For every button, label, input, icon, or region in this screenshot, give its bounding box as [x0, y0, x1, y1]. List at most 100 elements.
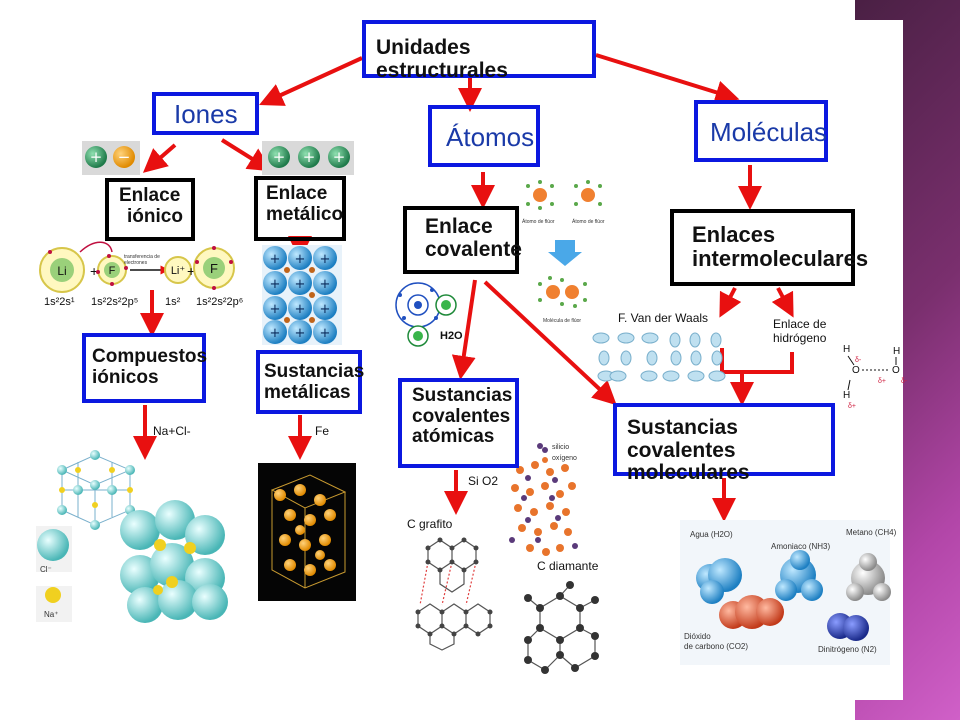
- molecule-dioxido-label: Dióxido de carbono (CO2): [684, 632, 748, 651]
- concept-unidades-estructurales: Unidades estructurales: [362, 20, 596, 81]
- concept-label-line-2: metálico: [266, 203, 344, 225]
- svg-text:+: +: [295, 277, 306, 292]
- molecule-metano-label: Metano (CH4): [846, 528, 897, 537]
- concept-label: Átomos: [446, 122, 535, 152]
- svg-text:+: +: [270, 326, 281, 341]
- concept-enlaces-intermoleculares: Enlaces intermoleculares: [670, 209, 868, 286]
- lithium-fluorine-transfer-illustration: Li + F Li⁺ + F: [39, 241, 235, 293]
- iron-crystal-illustration: [258, 463, 356, 601]
- concept-moleculas: Moléculas: [694, 100, 828, 162]
- arrow-root-iones: [259, 56, 363, 106]
- metallic-lattice-illustration: + + + + + + + + + + + +: [262, 245, 342, 345]
- concept-sustancias-covalentes-atomicas: Sustancias covalentes atómicas: [398, 378, 519, 468]
- concept-label-line-2: moleculares: [627, 461, 750, 485]
- svg-text:F: F: [210, 261, 218, 276]
- concept-label: Iones: [174, 99, 238, 129]
- molecula-fluor-label: Molécula de flúor: [543, 318, 582, 324]
- svg-text:Li⁺: Li⁺: [171, 265, 186, 277]
- concept-label-line-1: Compuestos: [92, 346, 208, 367]
- ion-pair-icon: + −: [82, 141, 140, 175]
- concept-atomos: Átomos: [428, 105, 540, 167]
- merge-lines: [720, 348, 794, 374]
- config-f-ion-label: 1s²2s²2p⁶: [196, 296, 244, 308]
- config-f-label: 1s²2s²2p⁵: [91, 296, 139, 308]
- concept-label-line-1: Enlace: [425, 215, 493, 238]
- c-grafito-label: C grafito: [407, 517, 453, 531]
- svg-text:δ-: δ-: [901, 378, 908, 385]
- fe-label: Fe: [315, 424, 330, 438]
- concept-label-line-1: Sustancias covalentes: [627, 416, 738, 462]
- svg-text:+: +: [320, 326, 331, 341]
- svg-text:+: +: [320, 302, 331, 317]
- concept-enlace-metalico: Enlace metálico: [254, 176, 346, 241]
- silicio-label: silicio: [552, 444, 570, 451]
- nacl-lattice-illustration: [36, 450, 228, 623]
- molecule-agua-label: Agua (H2O): [690, 530, 733, 539]
- concept-label-line-1: Enlaces: [692, 222, 776, 247]
- concept-enlace-ionico: Enlace iónico: [105, 178, 195, 241]
- concept-enlace-covalente: Enlace covalente: [403, 206, 522, 274]
- svg-text:Li: Li: [57, 264, 66, 278]
- water-covalent-illustration: [395, 282, 457, 347]
- svg-text:+: +: [320, 277, 331, 292]
- molecule-dioxido-line-2: de carbono (CO2): [684, 641, 749, 651]
- svg-text:+: +: [270, 252, 281, 267]
- na-ion-label: Na⁺: [44, 610, 59, 619]
- svg-text:δ+: δ+: [878, 378, 886, 385]
- diamond-illustration: [524, 581, 599, 674]
- arrow-covalente-atomicas: [451, 279, 477, 380]
- van-der-waals-label: F. Van der Waals: [618, 311, 709, 325]
- svg-text:+: +: [320, 252, 331, 267]
- enlace-hidrogeno-label: Enlace de hidrógeno: [773, 317, 827, 346]
- svg-text:+: +: [295, 326, 306, 341]
- svg-text:H: H: [843, 344, 850, 355]
- svg-text:F: F: [109, 265, 116, 277]
- arrow-intermol-hidrogeno: [771, 287, 794, 318]
- sio2-label: Si O2: [468, 474, 499, 488]
- molecules-panel-illustration: [680, 520, 891, 665]
- concept-label-line-2: iónico: [127, 205, 183, 227]
- svg-text:+: +: [270, 302, 281, 317]
- molecule-dinitrogeno-label: Dinitrógeno (N2): [818, 645, 877, 654]
- cation-trio-icon: + + +: [262, 141, 354, 175]
- transfer-label: transferencia de electrones: [124, 254, 160, 266]
- config-li-ion-label: 1s²: [165, 296, 181, 308]
- svg-text:−: −: [118, 148, 131, 166]
- svg-text:+: +: [295, 302, 306, 317]
- molecule-amoniaco-label: Amoniaco (NH3): [771, 542, 831, 551]
- svg-text:+: +: [295, 252, 306, 267]
- enlace-hidrogeno-line-1: Enlace de: [773, 317, 827, 331]
- c-diamante-label: C diamante: [537, 559, 599, 573]
- svg-text:O: O: [892, 365, 900, 376]
- concept-sustancias-metalicas: Sustancias metálicas: [256, 350, 364, 414]
- fluorine-molecule-illustration: [526, 180, 602, 308]
- svg-text:+: +: [90, 263, 98, 279]
- cl-ion-label: Cl⁻: [40, 565, 52, 574]
- atomo-fluor-1-label: Átomo de flúor: [522, 219, 555, 225]
- graphite-illustration: [415, 537, 493, 651]
- arrow-iones-ionico: [142, 143, 177, 173]
- concept-compuestos-ionicos: Compuestos iónicos: [82, 333, 208, 403]
- concept-sustancias-covalentes-moleculares: Sustancias covalentes moleculares: [613, 403, 835, 484]
- concept-label-line-2: metálicas: [264, 381, 351, 403]
- svg-text:+: +: [270, 277, 281, 292]
- svg-text:O: O: [852, 365, 860, 376]
- arrow-root-moleculas: [595, 53, 740, 104]
- concept-label-line-1: Enlace: [266, 183, 328, 204]
- molecule-dioxido-line-1: Dióxido: [684, 632, 711, 641]
- enlace-hidrogeno-line-2: hidrógeno: [773, 330, 827, 345]
- svg-text:δ+: δ+: [848, 403, 856, 410]
- config-li-label: 1s²2s¹: [44, 296, 75, 308]
- svg-text:+: +: [273, 148, 286, 166]
- h2o-label: H2O: [440, 330, 463, 342]
- concept-iones: Iones: [152, 92, 259, 135]
- arrows: [133, 53, 794, 522]
- van-der-waals-dipoles-illustration: [592, 332, 726, 382]
- svg-text:H: H: [843, 390, 850, 401]
- concept-label: Moléculas: [710, 117, 828, 147]
- concept-label-line-2: iónicos: [92, 366, 159, 388]
- svg-text:+: +: [303, 148, 316, 166]
- arrow-covalente-moleculares: [483, 280, 617, 406]
- concept-label-line-1: Enlace: [119, 185, 181, 206]
